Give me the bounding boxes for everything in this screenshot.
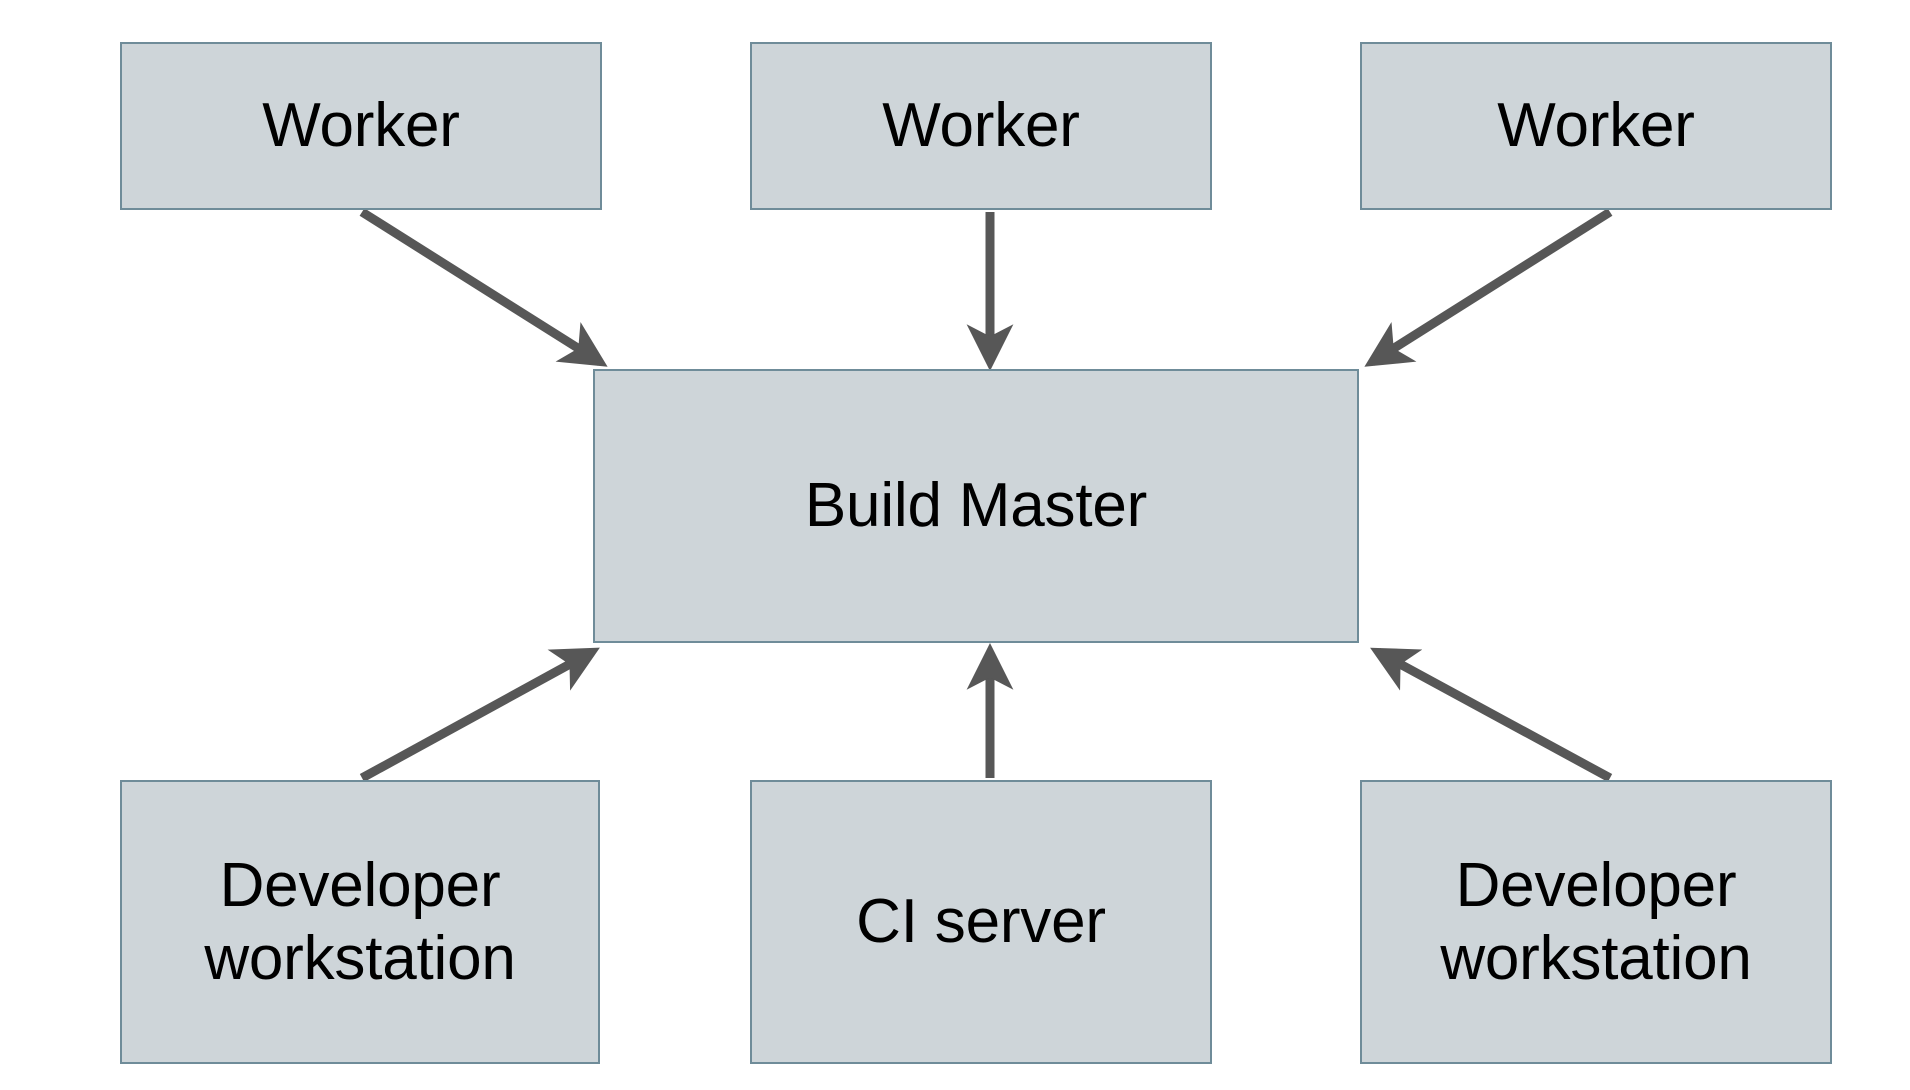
edge-devws2-to-master — [1370, 647, 1613, 782]
edge-worker1-to-master — [359, 208, 608, 367]
node-build-master[interactable]: Build Master — [593, 369, 1359, 643]
node-worker-3-label: Worker — [1497, 91, 1695, 161]
node-worker-3[interactable]: Worker — [1360, 42, 1832, 210]
node-worker-1-label: Worker — [262, 91, 460, 161]
node-ci-server[interactable]: CI server — [750, 780, 1212, 1064]
node-developer-workstation-2-label: Developer workstation — [1440, 850, 1752, 993]
edge-devws1-to-master — [359, 647, 600, 782]
node-worker-1[interactable]: Worker — [120, 42, 602, 210]
node-build-master-label: Build Master — [804, 471, 1148, 541]
node-developer-workstation-1-label: Developer workstation — [204, 850, 516, 993]
node-developer-workstation-1[interactable]: Developer workstation — [120, 780, 600, 1064]
edge-worker3-to-master — [1364, 208, 1613, 367]
node-worker-2-label: Worker — [882, 91, 1080, 161]
node-ci-server-label: CI server — [856, 887, 1106, 957]
node-developer-workstation-2[interactable]: Developer workstation — [1360, 780, 1832, 1064]
node-worker-2[interactable]: Worker — [750, 42, 1212, 210]
